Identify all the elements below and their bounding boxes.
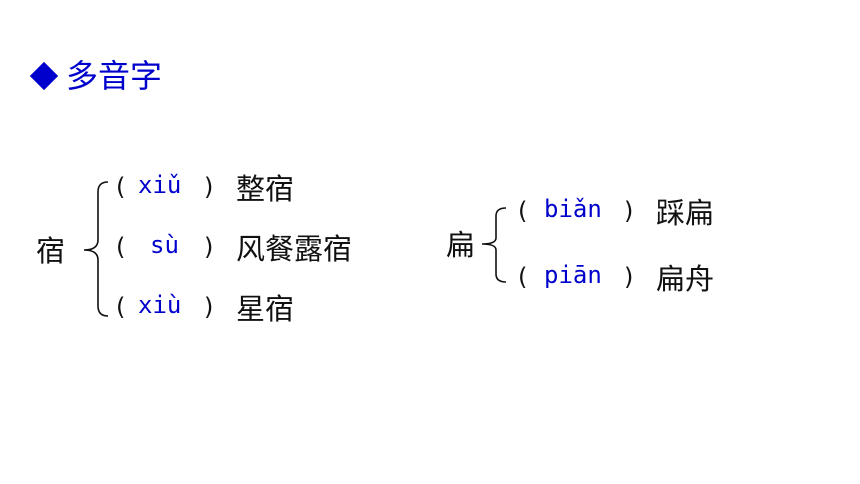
example-word: 星宿	[236, 292, 295, 326]
reading-row: ( xiù ) 星宿	[116, 290, 336, 330]
pinyin-answer: piān	[544, 261, 602, 289]
pinyin-answer: sù	[150, 231, 179, 259]
example-word: 整宿	[236, 172, 295, 206]
diamond-bullet-icon	[29, 61, 59, 91]
reading-row: ( xiǔ ) 整宿	[116, 170, 336, 210]
group-char-bian: 扁	[446, 228, 476, 262]
left-brace-icon	[83, 181, 109, 317]
pinyin-answer: xiù	[138, 291, 182, 319]
close-paren: )	[204, 293, 214, 321]
close-paren: )	[204, 233, 214, 261]
pinyin-answer: biǎn	[544, 195, 602, 223]
example-word: 扁舟	[656, 262, 715, 296]
example-word: 踩扁	[656, 196, 715, 230]
open-paren: (	[116, 233, 126, 261]
reading-row: ( sù ) 风餐露宿	[116, 230, 376, 270]
example-word: 风餐露宿	[236, 232, 353, 266]
slide-title: 多音字	[29, 56, 163, 96]
pinyin-answer: xiǔ	[138, 171, 182, 199]
group-char-su: 宿	[36, 234, 66, 268]
reading-row: ( biǎn ) 踩扁	[518, 194, 738, 234]
reading-row: ( piān ) 扁舟	[518, 260, 738, 300]
open-paren: (	[116, 293, 126, 321]
close-paren: )	[624, 197, 634, 225]
close-paren: )	[624, 263, 634, 291]
open-paren: (	[116, 173, 126, 201]
open-paren: (	[518, 263, 528, 291]
left-brace-icon	[481, 207, 507, 283]
open-paren: (	[518, 197, 528, 225]
title-text: 多音字	[66, 57, 163, 95]
close-paren: )	[204, 173, 214, 201]
